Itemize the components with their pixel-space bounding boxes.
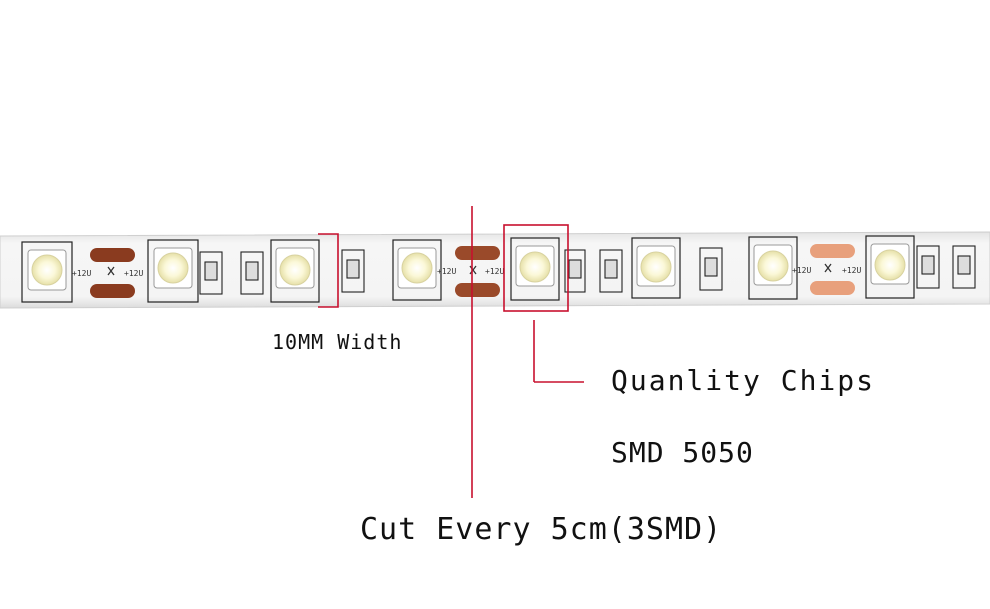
- led-chip: [270, 239, 320, 303]
- voltage-mark: +12U: [842, 266, 861, 275]
- led-chip: [510, 237, 560, 301]
- chips-label: Quanlity Chips: [611, 364, 876, 397]
- width-label: 10MM Width: [272, 330, 403, 354]
- scissor-icon: [107, 263, 832, 276]
- cut-pads-middle: [455, 246, 500, 297]
- led-chip: [21, 241, 73, 303]
- voltage-mark: +12U: [437, 267, 456, 276]
- cut-pads-right: [810, 244, 855, 295]
- led-chip: [631, 237, 681, 299]
- voltage-mark: +12U: [792, 266, 811, 275]
- led-chip: [865, 235, 915, 299]
- cut-label: Cut Every 5cm(3SMD): [360, 512, 723, 547]
- led-strip: [0, 231, 990, 309]
- led-chip: [392, 239, 442, 301]
- voltage-mark: +12U: [124, 269, 143, 278]
- chip-highlight-box: [503, 224, 569, 312]
- annotation-lines: [318, 206, 584, 498]
- led-chip: [147, 239, 199, 303]
- cut-pads-left: [90, 248, 135, 298]
- smd-label: SMD 5050: [611, 436, 754, 469]
- voltage-mark: +12U: [485, 267, 504, 276]
- resistor: [199, 245, 976, 295]
- width-bracket: [318, 233, 339, 308]
- voltage-mark: +12U: [72, 269, 91, 278]
- led-chip: [748, 236, 798, 300]
- voltage-marks: +12U +12U +12U +12U +12U +12U: [72, 266, 861, 278]
